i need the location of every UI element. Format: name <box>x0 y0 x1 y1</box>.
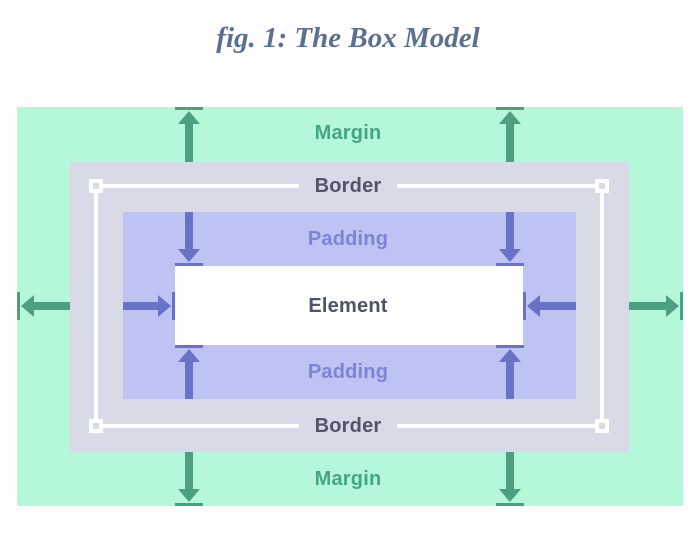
padding-arrow-bottom-left-icon <box>175 345 203 399</box>
margin-label-top: Margin <box>314 122 382 144</box>
element-layer-box <box>175 266 523 345</box>
arrow-cap <box>496 107 524 110</box>
arrow-shaft <box>506 360 514 399</box>
border-handle-top-right-icon <box>595 179 609 193</box>
border-label-top: Border <box>0 174 696 198</box>
arrow-head <box>527 295 540 317</box>
border-label-text: Border <box>298 414 398 438</box>
arrow-cap <box>175 107 203 110</box>
arrow-head <box>21 295 34 317</box>
padding-arrow-right-icon <box>523 292 576 320</box>
margin-arrow-left-icon <box>17 292 70 320</box>
arrow-shaft <box>506 122 514 162</box>
arrow-cap <box>496 345 524 348</box>
arrow-cap <box>175 345 203 348</box>
arrow-shaft <box>185 360 193 399</box>
padding-label-bottom: Padding <box>307 361 389 383</box>
arrow-cap <box>496 503 524 506</box>
margin-arrow-top-right-icon <box>496 107 524 162</box>
padding-label-top: Padding <box>307 228 389 250</box>
margin-arrow-top-left-icon <box>175 107 203 162</box>
arrow-head <box>499 111 521 124</box>
element-label: Element <box>308 295 388 317</box>
margin-label-bottom: Margin <box>314 468 382 490</box>
padding-arrow-bottom-right-icon <box>496 345 524 399</box>
arrow-shaft <box>538 302 576 310</box>
arrow-shaft <box>32 302 70 310</box>
arrow-head <box>178 349 200 362</box>
border-handle-bottom-left-icon <box>89 419 103 433</box>
arrow-cap <box>17 292 20 320</box>
arrow-shaft <box>185 122 193 162</box>
arrow-cap <box>175 503 203 506</box>
page-title: fig. 1: The Box Model <box>216 22 480 54</box>
border-handle-bottom-right-icon <box>595 419 609 433</box>
arrow-head <box>178 111 200 124</box>
arrow-head <box>499 349 521 362</box>
border-handle-top-left-icon <box>89 179 103 193</box>
arrow-cap <box>523 292 526 320</box>
border-label-text: Border <box>298 174 398 198</box>
border-label-bottom: Border <box>0 414 696 438</box>
